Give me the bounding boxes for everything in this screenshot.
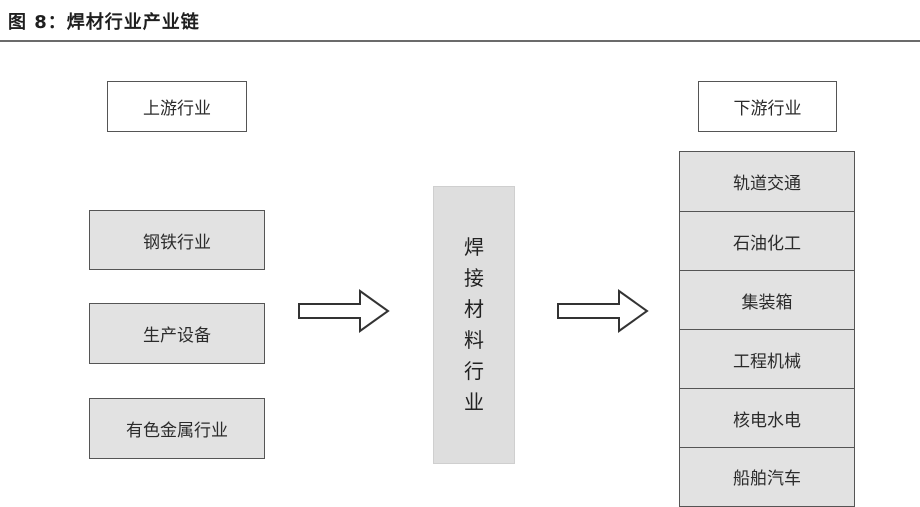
center-char: 业 xyxy=(464,390,484,414)
flow-arrow-upstream xyxy=(298,289,390,333)
upstream-item-steel: 钢铁行业 xyxy=(89,210,265,270)
center-char: 材 xyxy=(464,297,484,321)
upstream-header: 上游行业 xyxy=(107,81,247,132)
downstream-item-container: 集装箱 xyxy=(680,270,854,329)
welding-material-industry-box: 焊 接 材 料 行 业 xyxy=(433,186,515,464)
upstream-item-nonferrous: 有色金属行业 xyxy=(89,398,265,459)
upstream-item-equipment: 生产设备 xyxy=(89,303,265,364)
downstream-item-construction-machinery: 工程机械 xyxy=(680,329,854,388)
figure-title: 图 8：焊材行业产业链 xyxy=(8,12,200,33)
downstream-header: 下游行业 xyxy=(698,81,837,132)
center-char: 料 xyxy=(464,328,484,352)
downstream-stack: 轨道交通 石油化工 集装箱 工程机械 核电水电 船舶汽车 xyxy=(679,151,855,507)
center-char: 行 xyxy=(464,359,484,383)
flow-arrow-downstream xyxy=(557,289,649,333)
center-char: 焊 xyxy=(464,235,484,259)
downstream-item-nuclear-hydro: 核电水电 xyxy=(680,388,854,447)
downstream-item-rail: 轨道交通 xyxy=(733,174,801,194)
downstream-item-petrochemical: 石油化工 xyxy=(680,211,854,270)
title-divider xyxy=(0,40,920,42)
center-char: 接 xyxy=(464,266,484,290)
downstream-item-ship-auto: 船舶汽车 xyxy=(680,447,854,505)
